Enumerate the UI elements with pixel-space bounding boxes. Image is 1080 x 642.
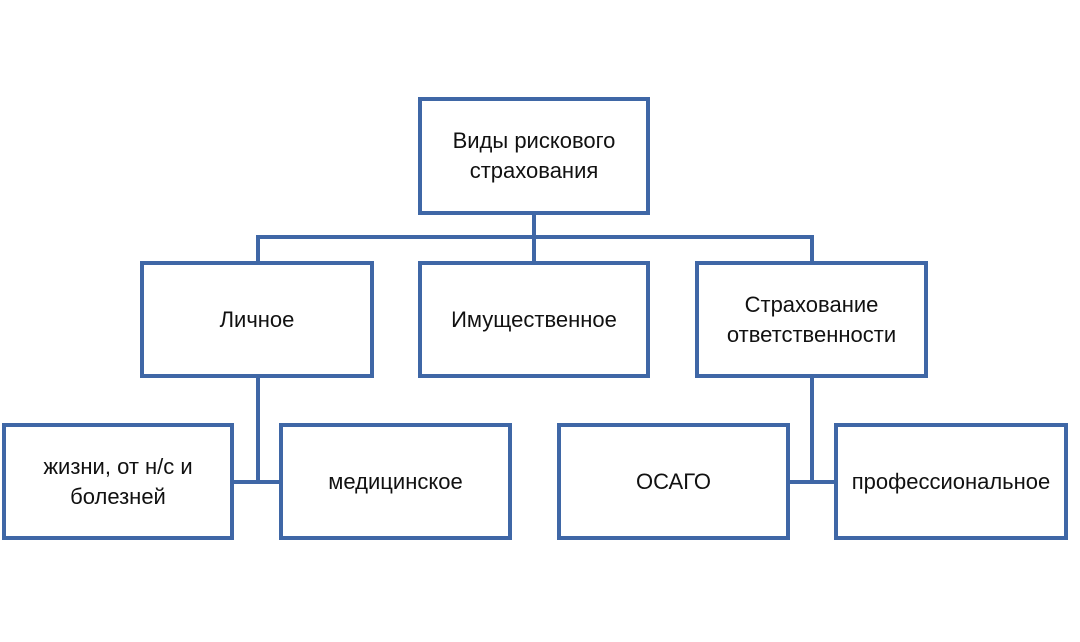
node-osago-label: ОСАГО — [636, 468, 711, 494]
node-medical-label: медицинское — [328, 468, 463, 494]
node-liability-label: Страхование ответственности — [726, 291, 897, 347]
node-personal: Личное — [140, 261, 374, 378]
node-personal-label: Личное — [219, 306, 295, 332]
node-property: Имущественное — [418, 261, 650, 378]
node-life-accident-illness-label: жизни, от н/с и болезней — [43, 453, 193, 509]
node-osago: ОСАГО — [557, 423, 790, 540]
connector-root-down — [532, 213, 536, 237]
node-property-label: Имущественное — [451, 306, 617, 332]
connector-personal-bus — [230, 480, 282, 484]
connector-to-personal — [256, 235, 260, 263]
node-medical: медицинское — [279, 423, 512, 540]
connector-liability-bus — [786, 480, 838, 484]
connector-personal-down — [256, 376, 260, 484]
root-node-label: Виды рискового страхования — [452, 128, 616, 183]
node-professional-label: профессиональное — [851, 468, 1051, 494]
node-liability: Страхование ответственности — [695, 261, 928, 378]
root-node: Виды рискового страхования — [418, 97, 650, 215]
connector-liability-down — [810, 376, 814, 484]
node-life-accident-illness: жизни, от н/с и болезней — [2, 423, 234, 540]
connector-to-liability — [810, 235, 814, 263]
node-professional: профессиональное — [834, 423, 1068, 540]
connector-to-property — [532, 235, 536, 263]
